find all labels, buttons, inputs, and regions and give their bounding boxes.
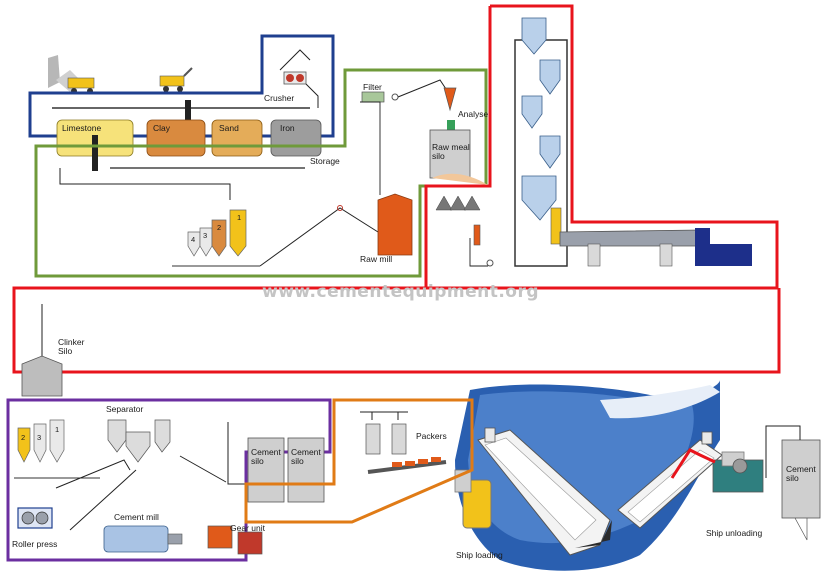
storage-bin-label-limestone: Limestone <box>62 123 101 133</box>
separator-label: Separator <box>106 404 143 414</box>
cargo-ship-loading <box>477 427 612 556</box>
cement-mill-unit <box>103 525 183 553</box>
cement-hopper-label-2: 2 <box>21 433 25 442</box>
cement-hopper-label-1: 1 <box>55 425 59 434</box>
raw-meal-silo-label-1: Raw meal <box>432 142 470 152</box>
cement-silo-a-label-2: silo <box>251 456 264 466</box>
quarry-outline <box>28 34 335 138</box>
cement-silo-right-label-1: Cement <box>786 464 816 474</box>
raw-material-hoppers: 1 2 3 4 <box>172 205 379 267</box>
ship-unloading-label: Ship unloading <box>706 528 763 538</box>
analyser-unit <box>443 87 457 112</box>
clinker-silo: Clinker Silo <box>21 304 85 397</box>
rotary-kiln <box>559 229 701 247</box>
packers-label: Packers <box>416 431 447 441</box>
roller-press-label: Roller press <box>12 539 57 549</box>
filter-unit <box>361 91 385 103</box>
storage-bin-label-clay: Clay <box>153 123 171 133</box>
motor-unit <box>237 531 263 555</box>
hopper-label-4: 4 <box>191 235 195 244</box>
raw-mill-label: Raw mill <box>360 254 392 264</box>
crusher-icon <box>279 49 311 85</box>
clinker-silo-label-2: Silo <box>58 346 72 356</box>
crusher-label: Crusher <box>264 93 294 103</box>
cement-hopper-label-3: 3 <box>37 433 41 442</box>
cement-silo-right-label-2: silo <box>786 473 799 483</box>
kiln-section <box>12 4 781 374</box>
cement-mill-label: Cement mill <box>114 512 159 522</box>
storage-bin-label-sand: Sand <box>219 123 239 133</box>
preheater-cyclones <box>521 17 561 221</box>
cement-silo-a-label-1: Cement <box>251 447 281 457</box>
gear-unit <box>207 525 233 549</box>
cement-bags <box>392 457 441 467</box>
raw-mill-unit <box>377 193 413 256</box>
dispatch-outline <box>244 398 474 524</box>
receiving-cement-silo: Cement silo Ship unloading <box>706 425 821 541</box>
ship-loading-label: Ship loading <box>456 550 503 560</box>
dispatch-section: Packers Ship loading <box>244 398 503 560</box>
raw-meal-silo <box>429 129 471 179</box>
gear-unit-label: Gear unit <box>230 523 266 533</box>
cement-silo-b-label-2: silo <box>291 456 304 466</box>
clinker-silo-label-1: Clinker <box>58 337 85 347</box>
blending-silo-flow <box>435 195 481 211</box>
storage-label: Storage <box>310 156 340 166</box>
storage-bins: Limestone Clay Sand Iron Storage <box>56 119 340 200</box>
separator-unit <box>107 419 171 463</box>
cement-silos: Cement silo Cement silo <box>227 422 325 503</box>
raw-meal-silo-label-2: silo <box>432 151 445 161</box>
cement-silo-b-label-1: Cement <box>291 447 321 457</box>
raw-grinding-outline <box>34 68 488 278</box>
roller-press-unit <box>17 507 53 529</box>
hopper-label-1: 1 <box>237 213 241 222</box>
storage-bin-label-iron: Iron <box>280 123 295 133</box>
watermark: www.cementequipment.org <box>262 282 539 302</box>
cement-mill-outline <box>6 398 332 562</box>
ship-unloader <box>670 448 764 493</box>
excavator-icon <box>159 67 193 92</box>
cement-mill-section: 1 3 2 Separator Roller press Cement mill… <box>6 398 332 562</box>
clinker-cooler <box>695 228 752 266</box>
kiln-outline <box>12 286 781 374</box>
filter-label: Filter <box>363 82 382 92</box>
hopper-label-3: 3 <box>203 231 207 240</box>
hopper-label-2: 2 <box>217 223 221 232</box>
ship-loader <box>454 469 492 529</box>
analyser-label: Analyser <box>458 109 491 119</box>
